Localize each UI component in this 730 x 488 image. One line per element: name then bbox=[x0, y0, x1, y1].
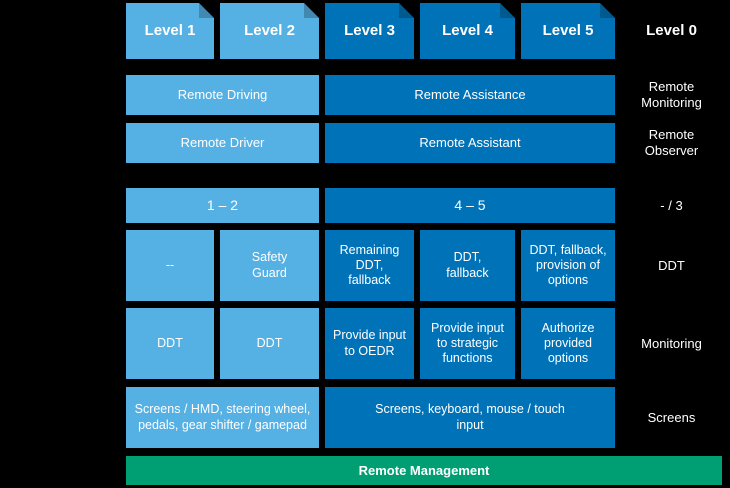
remote-management-bar: Remote Management bbox=[126, 456, 722, 485]
monitoring-row-label: Monitoring bbox=[641, 335, 702, 351]
remote-assistant-box: Remote Assistant bbox=[325, 123, 615, 163]
monitoring-ddt-1-box: DDT bbox=[126, 308, 214, 379]
range-3-label: - / 3 bbox=[660, 197, 683, 213]
header-level-5: Level 5 bbox=[521, 3, 615, 59]
remote-assistance-box: Remote Assistance bbox=[325, 75, 615, 115]
safety-guard-box: Safety Guard bbox=[220, 230, 319, 301]
header-level-2: Level 2 bbox=[220, 3, 319, 59]
levels-grid: Level 1 Level 2 Level 3 Level 4 Level 5 … bbox=[126, 3, 722, 485]
screens-hmd-box: Screens / HMD, steering wheel, pedals, g… bbox=[126, 387, 319, 448]
ddt-row-label: DDT bbox=[658, 257, 685, 273]
remaining-ddt-fallback-box: Remaining DDT, fallback bbox=[325, 230, 414, 301]
provide-input-strategic-box: Provide input to strategic functions bbox=[420, 308, 515, 379]
header-level-0-label: Level 0 bbox=[646, 21, 697, 39]
screens-row-label: Screens bbox=[647, 409, 696, 425]
header-level-4: Level 4 bbox=[420, 3, 515, 59]
screens-keyboard-box: Screens, keyboard, mouse / touch input bbox=[325, 387, 615, 448]
remote-driving-box: Remote Driving bbox=[126, 75, 319, 115]
ddt-fallback-options-box: DDT, fallback, provision of options bbox=[521, 230, 615, 301]
provide-input-oedr-box: Provide input to OEDR bbox=[325, 308, 414, 379]
ddt-fallback-box: DDT, fallback bbox=[420, 230, 515, 301]
remote-monitoring-label: Remote Monitoring bbox=[641, 79, 702, 110]
remote-observer-label: Remote Observer bbox=[644, 127, 699, 158]
range-1-2-box: 1 – 2 bbox=[126, 188, 319, 223]
monitoring-ddt-2-box: DDT bbox=[220, 308, 319, 379]
header-level-1: Level 1 bbox=[126, 3, 214, 59]
range-4-5-box: 4 – 5 bbox=[325, 188, 615, 223]
ddt-none-box: -- bbox=[126, 230, 214, 301]
remote-driver-box: Remote Driver bbox=[126, 123, 319, 163]
header-level-3: Level 3 bbox=[325, 3, 414, 59]
authorize-options-box: Authorize provided options bbox=[521, 308, 615, 379]
